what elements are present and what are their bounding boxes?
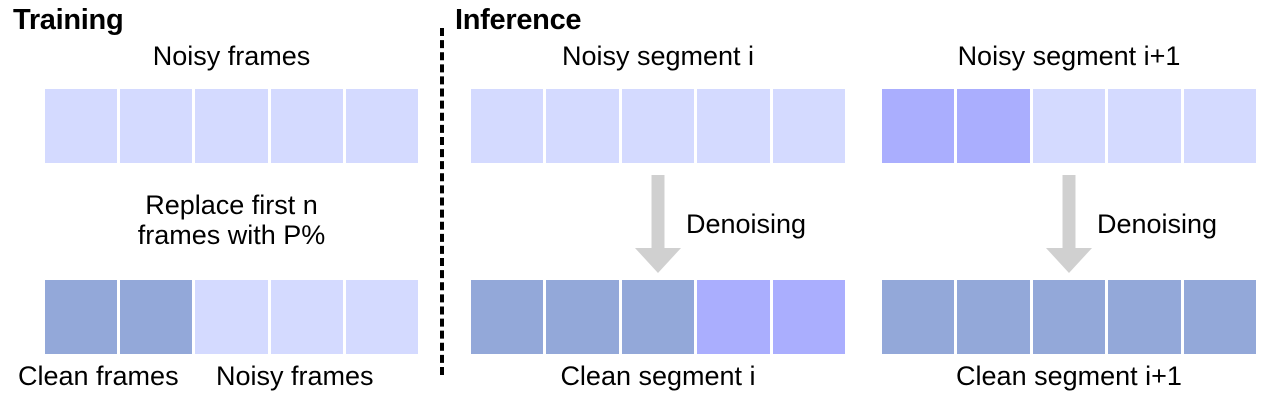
frame-cell-noisy-2 <box>120 89 193 163</box>
frame-cell-noisy-3 <box>1032 89 1106 163</box>
frame-cell-clean-1 <box>45 280 118 354</box>
inference-i-clean-segment-strip <box>471 280 846 354</box>
inference-i1-clean-segment-strip <box>882 280 1257 354</box>
frame-cell-purple-2 <box>957 89 1030 163</box>
frame-cell-noisy-3 <box>195 280 268 354</box>
panel-divider <box>440 28 444 375</box>
frame-cell-noisy-5 <box>345 89 419 163</box>
frame-cell-clean-4 <box>1108 280 1181 354</box>
frame-cell-clean-2 <box>957 280 1030 354</box>
frame-cell-noisy-4 <box>1108 89 1181 163</box>
inference-i-top-caption: Noisy segment i <box>561 41 755 71</box>
frame-cell-noisy-4 <box>270 280 343 354</box>
denoising-arrow-i1 <box>1046 175 1092 273</box>
training-top-caption: Noisy frames <box>152 41 311 71</box>
frame-cell-clean-1 <box>882 280 955 354</box>
denoising-arrow-i <box>635 175 681 273</box>
inference-i1-bottom-caption: Clean segment i+1 <box>956 361 1182 391</box>
training-section-title: Training <box>13 4 124 36</box>
frame-cell-noisy-5 <box>772 89 846 163</box>
inference-i-bottom-caption: Clean segment i <box>560 361 756 391</box>
frame-cell-clean-3 <box>621 280 695 354</box>
inference-i1-arrow-label: Denoising <box>1097 209 1218 239</box>
training-replace-caption-line2: frames with P% <box>137 220 326 250</box>
training-noisy-frames-label: Noisy frames <box>216 361 374 391</box>
frame-cell-noisy-4 <box>270 89 343 163</box>
inference-i1-noisy-segment-strip <box>882 89 1257 163</box>
frame-cell-noisy-1 <box>45 89 118 163</box>
frame-cell-noisy-5 <box>345 280 419 354</box>
frame-cell-noisy-2 <box>546 89 619 163</box>
inference-i-arrow-label: Denoising <box>686 209 807 239</box>
frame-cell-noisy-1 <box>471 89 544 163</box>
frame-cell-noisy-3 <box>195 89 268 163</box>
training-clean-frames-label: Clean frames <box>18 361 179 391</box>
training-noisy-frames-strip <box>45 89 419 163</box>
inference-section-title: Inference <box>455 4 582 36</box>
frame-cell-purple-5 <box>772 280 846 354</box>
frame-cell-purple-4 <box>697 280 770 354</box>
frame-cell-noisy-5 <box>1183 89 1257 163</box>
frame-cell-purple-1 <box>882 89 955 163</box>
frame-cell-noisy-4 <box>697 89 770 163</box>
training-mixed-frames-strip <box>45 280 419 354</box>
training-replace-caption-line1: Replace first n <box>145 190 318 220</box>
frame-cell-clean-3 <box>1032 280 1106 354</box>
inference-i1-top-caption: Noisy segment i+1 <box>957 41 1181 71</box>
frame-cell-clean-5 <box>1183 280 1257 354</box>
frame-cell-clean-2 <box>546 280 619 354</box>
frame-cell-clean-1 <box>471 280 544 354</box>
frame-cell-clean-2 <box>120 280 193 354</box>
inference-i-noisy-segment-strip <box>471 89 846 163</box>
frame-cell-noisy-3 <box>621 89 695 163</box>
